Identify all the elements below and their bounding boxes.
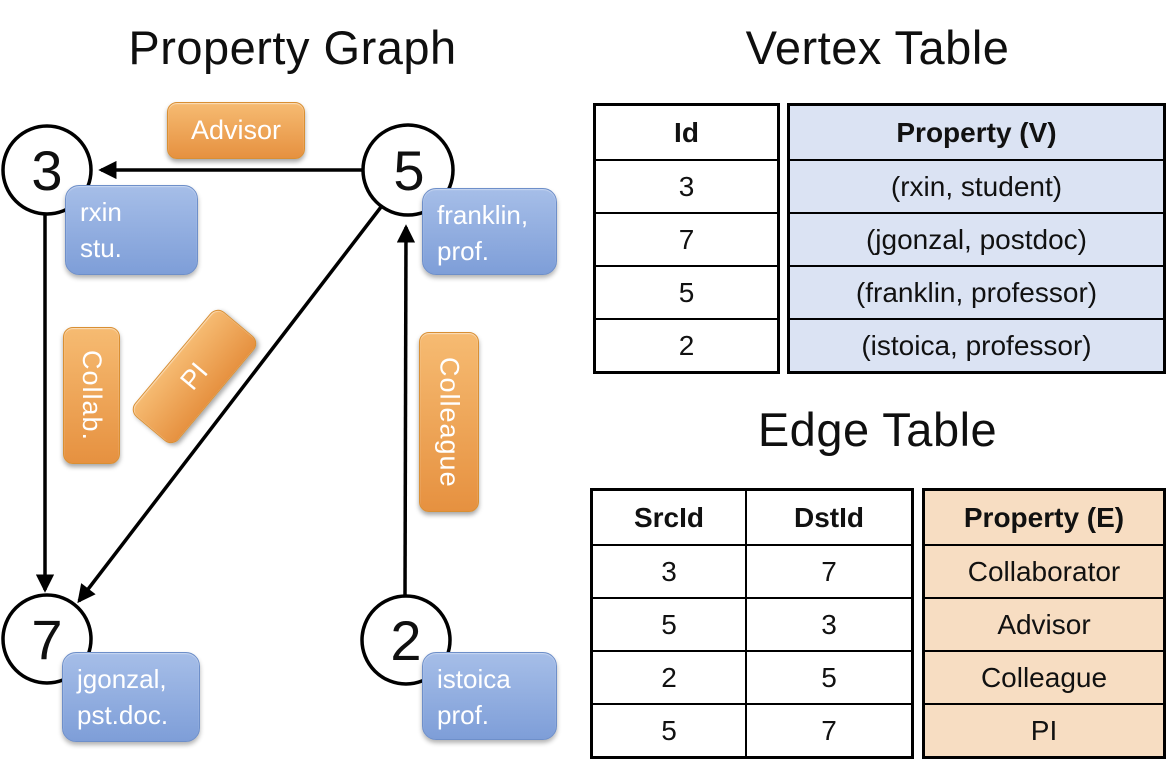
vertex-property-line: prof. xyxy=(437,235,490,266)
vertex-id-cell: 3 xyxy=(596,159,777,212)
edge-arrow-2-to-5 xyxy=(396,224,416,598)
vertex-property-box-jgonzal: jgonzal, pst.doc. xyxy=(62,652,200,742)
edge-label-advisor: Advisor xyxy=(167,102,305,159)
edge-label-collab-text: Collab. xyxy=(77,349,107,442)
edge-table: SrcId DstId 3 7 5 3 2 5 5 7 Property (E)… xyxy=(590,488,1166,759)
vertex-table: Id 3 7 5 2 Property (V) (rxin, student) … xyxy=(593,103,1166,374)
vertex-property-cell: (istoica, professor) xyxy=(790,318,1163,371)
vertex-table-title: Vertex Table xyxy=(745,21,1010,74)
vertex-id-cell: 7 xyxy=(596,212,777,265)
edge-table-header-property: Property (E) xyxy=(963,501,1125,533)
vertex-property-cell: (rxin, student) xyxy=(790,159,1163,212)
edge-label-pi-text: PI xyxy=(174,356,214,396)
edge-dstid-cell: 3 xyxy=(745,597,911,650)
edge-label-colleague-text: Colleague xyxy=(434,356,465,488)
vertex-property-cell: (franklin, professor) xyxy=(790,265,1163,318)
node-id-2: 2 xyxy=(390,609,421,672)
vertex-property-line: rxin xyxy=(80,197,122,227)
edge-label-collab: Collab. xyxy=(63,327,120,464)
vertex-table-header-id: Id xyxy=(674,116,699,148)
edge-label-advisor-text: Advisor xyxy=(190,115,282,145)
node-id-5: 5 xyxy=(393,139,424,202)
edge-dstid-cell: 7 xyxy=(745,544,911,597)
node-id-3: 3 xyxy=(31,139,62,202)
edge-dstid-cell: 7 xyxy=(745,703,911,756)
edge-srcid-cell: 2 xyxy=(593,650,745,703)
property-graph-title: Property Graph xyxy=(128,21,457,74)
edge-table-id-columns: SrcId DstId 3 7 5 3 2 5 5 7 xyxy=(590,488,914,759)
edge-property-cell: PI xyxy=(925,703,1163,756)
vertex-property-line: pst.doc. xyxy=(77,699,169,730)
vertex-property-cell: (jgonzal, postdoc) xyxy=(790,212,1163,265)
vertex-table-header-property: Property (V) xyxy=(896,116,1057,148)
vertex-property-line: stu. xyxy=(80,232,122,263)
vertex-property-line: istoica xyxy=(437,664,511,694)
vertex-property-line: prof. xyxy=(437,699,490,730)
vertex-property-box-istoica: istoica prof. xyxy=(422,652,557,740)
vertex-table-id-column: Id 3 7 5 2 xyxy=(593,103,780,374)
node-id-7: 7 xyxy=(31,608,62,671)
vertex-property-box-franklin: franklin, prof. xyxy=(422,188,557,275)
edge-srcid-cell: 5 xyxy=(593,703,745,756)
vertex-property-line: jgonzal, xyxy=(77,664,167,694)
vertex-id-cell: 2 xyxy=(596,318,777,371)
vertex-table-property-column: Property (V) (rxin, student) (jgonzal, p… xyxy=(787,103,1166,374)
edge-srcid-cell: 3 xyxy=(593,544,745,597)
edge-property-cell: Colleague xyxy=(925,650,1163,703)
vertex-id-cell: 5 xyxy=(596,265,777,318)
edge-srcid-cell: 5 xyxy=(593,597,745,650)
edge-label-colleague: Colleague xyxy=(419,332,479,512)
edge-property-cell: Collaborator xyxy=(925,544,1163,597)
edge-table-header-srcid: SrcId xyxy=(633,501,705,533)
vertex-property-box-rxin: rxin stu. xyxy=(65,185,198,275)
edge-property-cell: Advisor xyxy=(925,597,1163,650)
edge-table-title: Edge Table xyxy=(757,403,998,456)
vertex-property-line: franklin, xyxy=(437,200,529,230)
edge-dstid-cell: 5 xyxy=(745,650,911,703)
edge-table-header-dstid: DstId xyxy=(745,491,911,544)
edge-table-property-column: Property (E) Collaborator Advisor Collea… xyxy=(922,488,1166,759)
edge-arrow-5-to-7 xyxy=(77,205,383,604)
